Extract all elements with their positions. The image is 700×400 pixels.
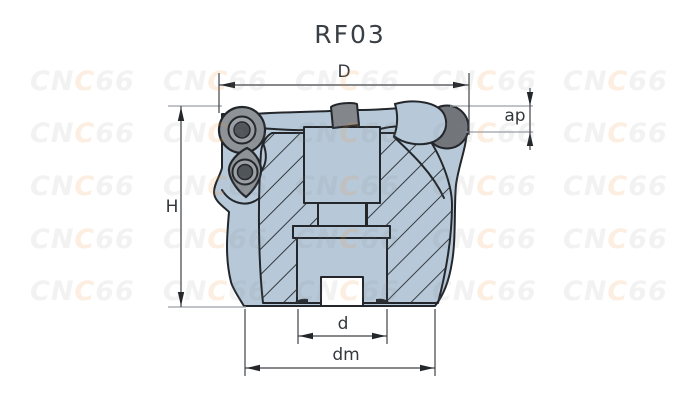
dim-dm-arrow-left bbox=[246, 364, 260, 372]
dim-D bbox=[218, 73, 470, 135]
clamp-lobe-right bbox=[392, 100, 448, 146]
corner-fillet-left bbox=[294, 298, 308, 303]
dim-D-arrow-left bbox=[220, 81, 235, 89]
reference-lines bbox=[168, 105, 533, 308]
counterbore bbox=[303, 126, 381, 204]
bottom-notch bbox=[320, 276, 364, 307]
dim-label-ap: ap bbox=[504, 106, 526, 126]
dim-ap-arrow-down bbox=[526, 92, 534, 106]
bore-neck bbox=[317, 202, 367, 227]
center-bore bbox=[292, 126, 391, 307]
dim-ap-arrow-up bbox=[526, 132, 534, 146]
insert-diamond-left bbox=[227, 146, 263, 199]
dim-label-H: H bbox=[165, 197, 179, 217]
dim-H-arrow-down bbox=[177, 292, 185, 306]
dim-d-arrow-right bbox=[372, 332, 386, 340]
dim-d-arrow-left bbox=[299, 332, 313, 340]
bore-flange bbox=[292, 225, 391, 239]
dim-dm bbox=[244, 309, 436, 376]
dim-label-D: D bbox=[337, 62, 351, 82]
drawing-title: RF03 bbox=[314, 20, 386, 49]
dim-dm-arrow-right bbox=[420, 364, 434, 372]
dim-label-dm: dm bbox=[332, 345, 360, 365]
dim-D-arrow-right bbox=[453, 81, 468, 89]
corner-fillet-right bbox=[376, 298, 390, 303]
dim-H-arrow-up bbox=[177, 107, 185, 121]
drive-key bbox=[330, 102, 360, 129]
insert-round-left bbox=[217, 105, 267, 155]
dim-label-d: d bbox=[337, 314, 349, 334]
